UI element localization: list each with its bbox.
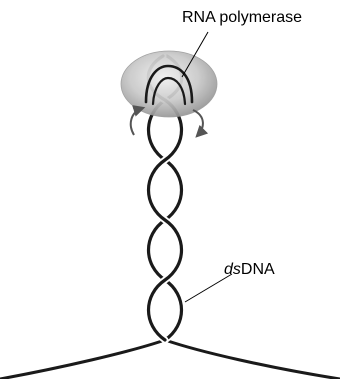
dna-strand-right-tail <box>165 340 340 379</box>
rna-polymerase-body <box>121 51 217 117</box>
dsdna-label-prefix: ds <box>224 261 241 278</box>
dsdna-label: dsDNA <box>224 261 275 278</box>
rna-polymerase-label: RNA polymerase <box>182 9 302 26</box>
rotation-arrow-left-icon <box>131 108 143 135</box>
dna-strand-left-tail <box>0 340 165 379</box>
rotation-arrow-right-icon <box>193 110 203 136</box>
dsdna-leader-line <box>185 274 232 302</box>
dsdna-label-suffix: DNA <box>241 261 275 278</box>
